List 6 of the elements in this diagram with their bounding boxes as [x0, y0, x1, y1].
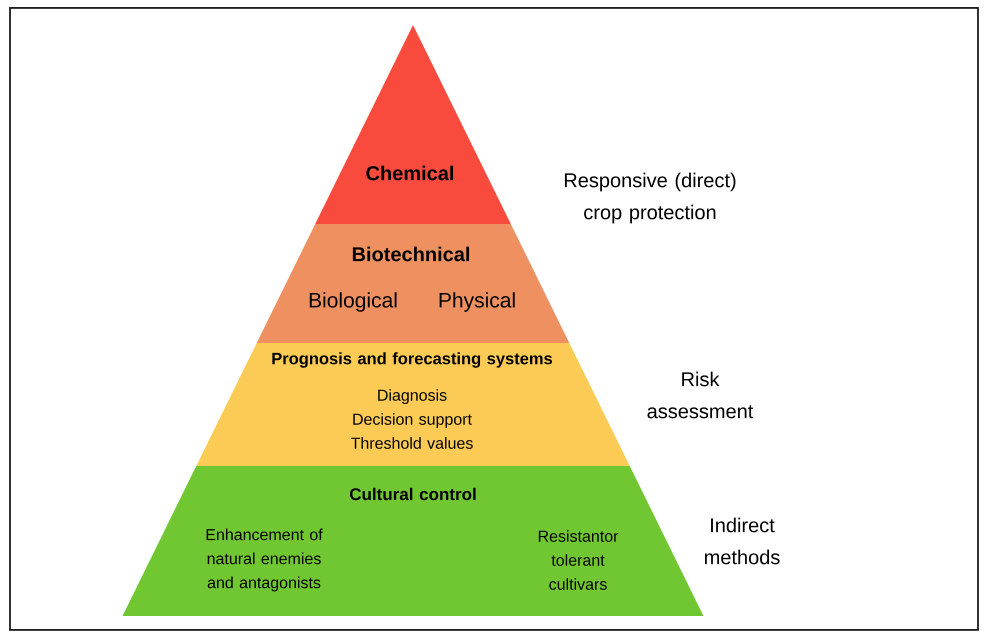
- pyramid-band: Biotechnical Biological Physical: [256, 224, 570, 343]
- level-label: Risk assessment: [648, 372, 754, 418]
- pyramid-band: Cultural control Enhancement of natural enemies and antagonists Resistantor tolerant cultivars: [122, 466, 704, 616]
- pyramid-band: Chemical: [315, 24, 511, 224]
- level-label: Responsive (direct) crop protection: [564, 172, 736, 224]
- pyramid-band: Prognosis and forecasting systems Diagnosis Decision support Threshold values: [196, 342, 630, 466]
